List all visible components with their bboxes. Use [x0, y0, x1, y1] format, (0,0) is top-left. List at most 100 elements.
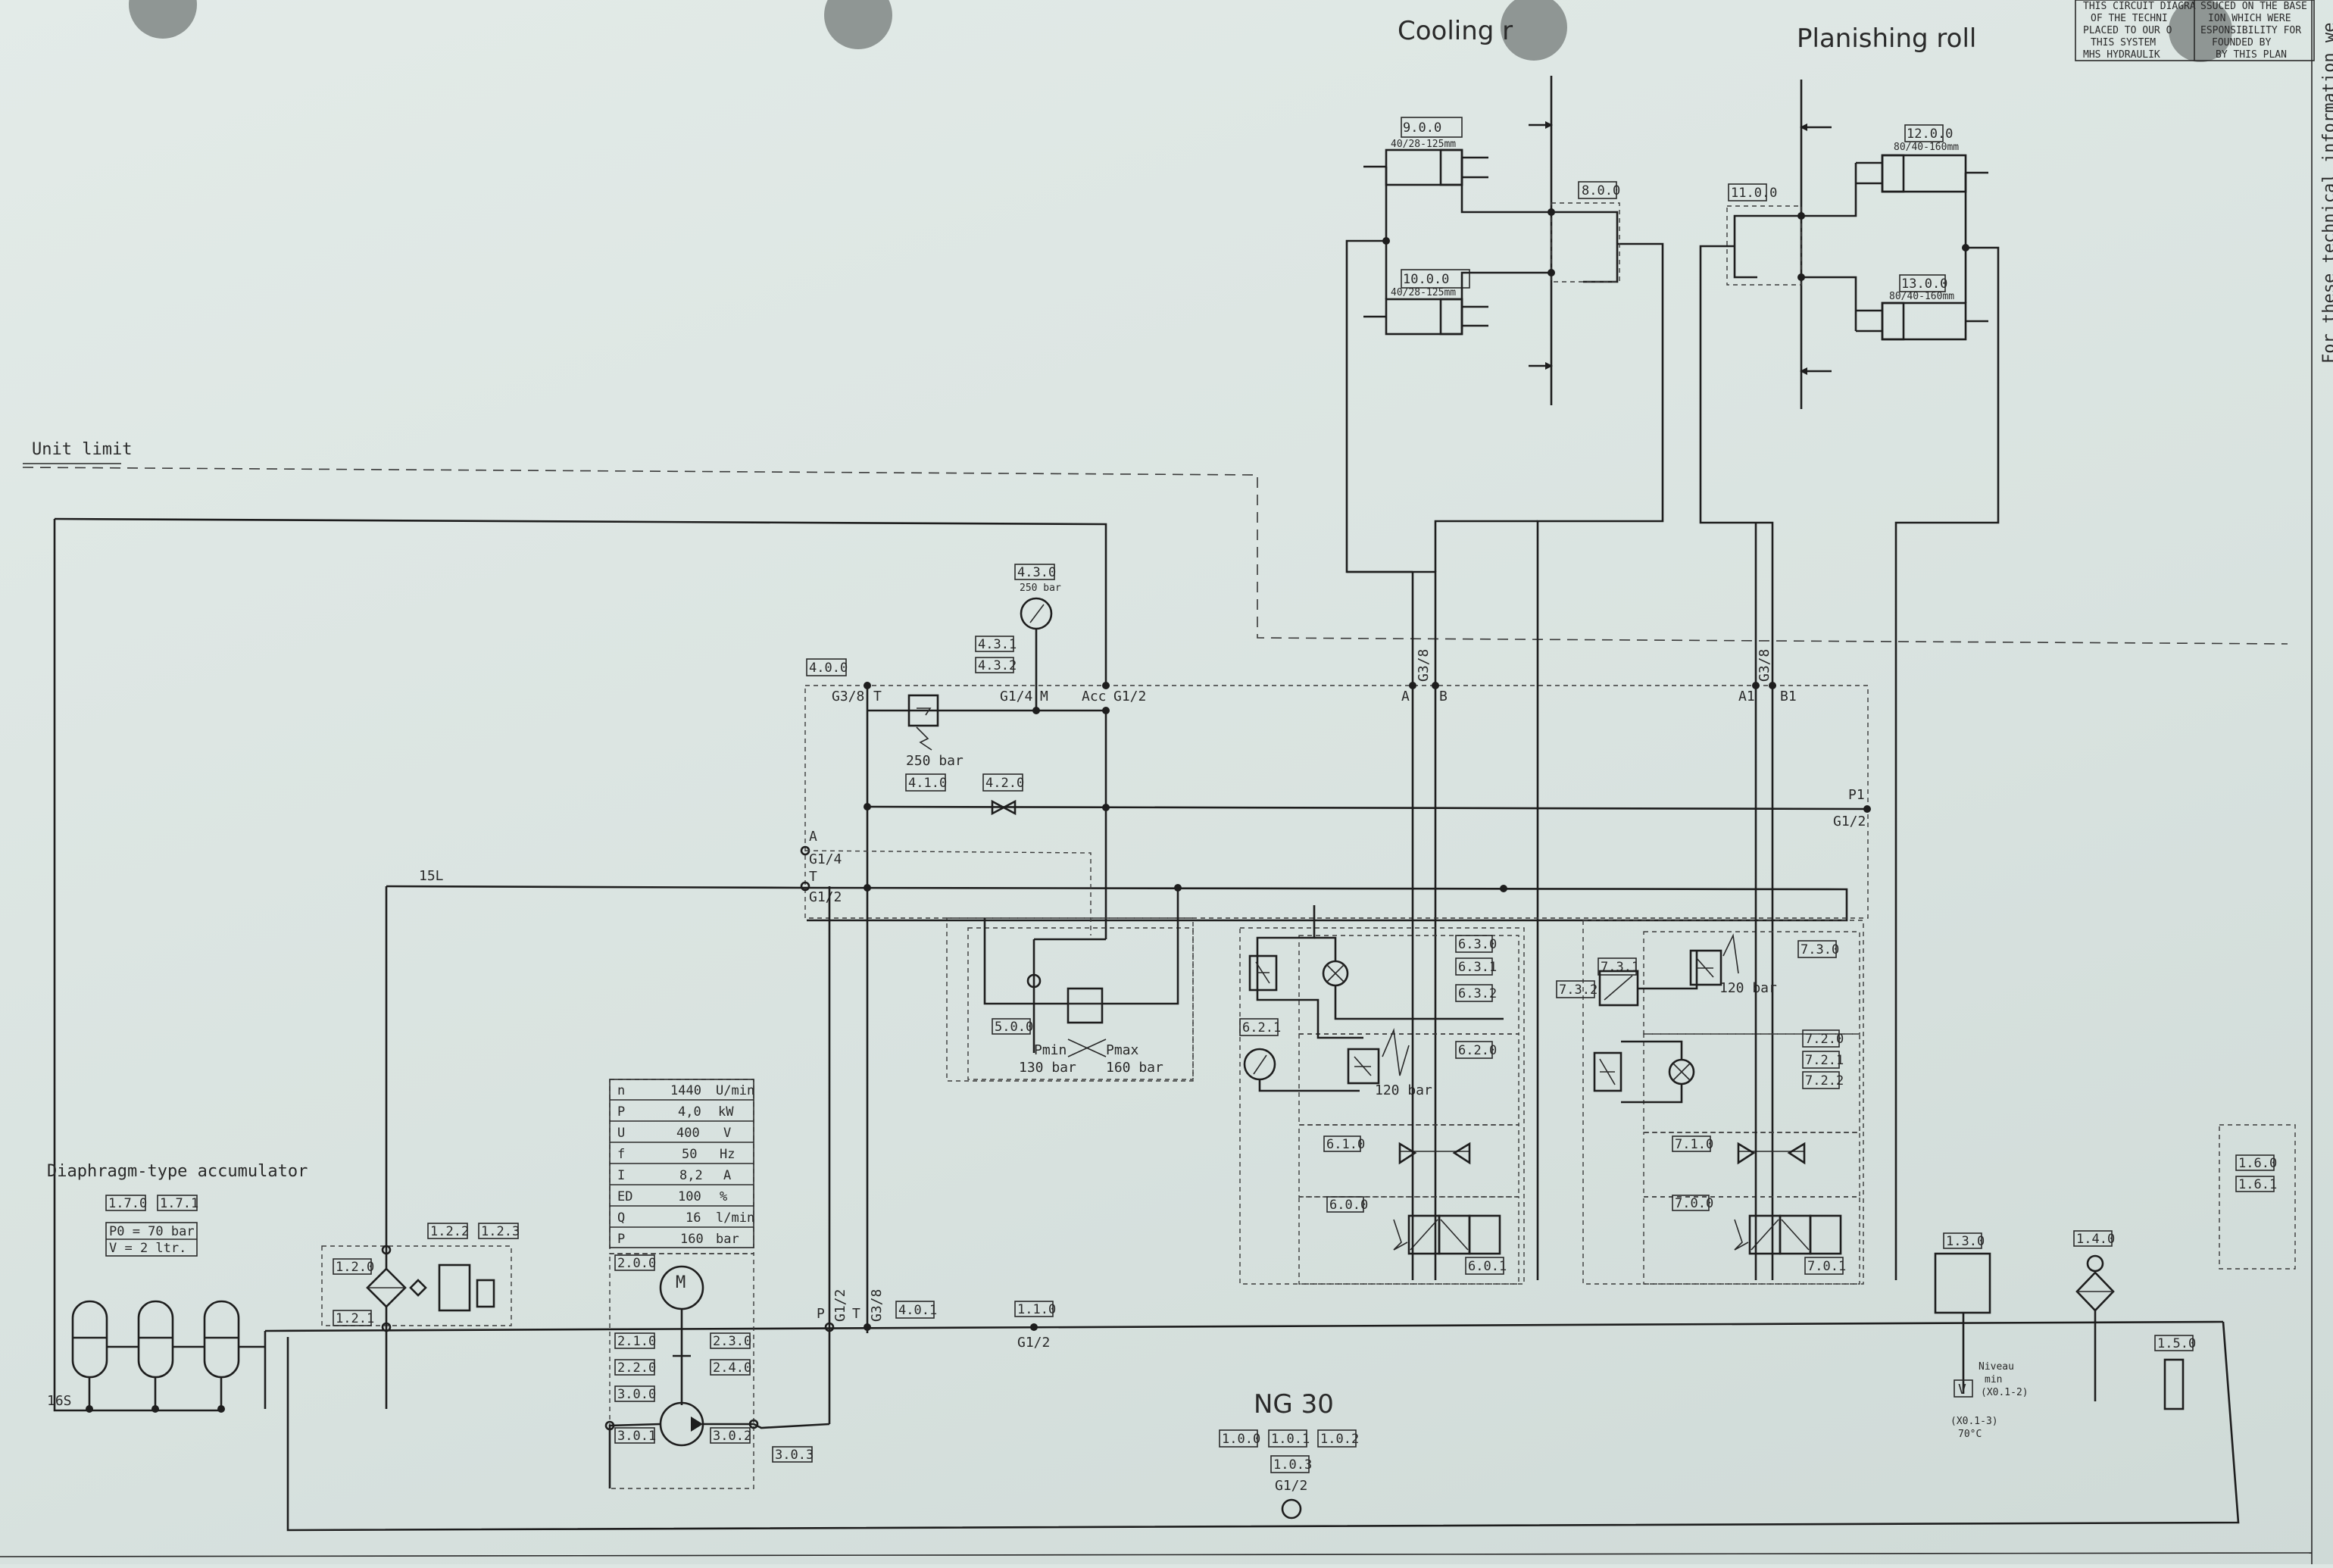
- legal-note-line: ESPONSIBILITY FOR: [2200, 25, 2301, 36]
- accumulator-p0: P0 = 70 bar: [109, 1224, 195, 1239]
- tag-1-7-1: 1.7.1: [160, 1196, 198, 1211]
- port-g14-left: G1/4: [809, 851, 842, 867]
- motor-val: 160: [680, 1232, 704, 1247]
- tag-2-3-0: 2.3.0: [713, 1334, 751, 1349]
- legal-note-line: FOUNDED BY: [2212, 37, 2271, 48]
- port-a-left: A: [809, 829, 817, 845]
- accumulator-volume: V = 2 ltr.: [109, 1241, 186, 1256]
- pressure-control-5: 5.0.0 Pmin Pmax 130 bar 160 bar: [946, 888, 1194, 1082]
- motor-sym: U: [617, 1126, 625, 1141]
- port-b1: B1: [1780, 689, 1797, 704]
- level-v: V: [1958, 1382, 1966, 1398]
- motor-val: 8,2: [679, 1168, 703, 1183]
- tank-outline: [286, 1321, 2240, 1532]
- tag-7-2-2: 7.2.2: [1805, 1073, 1844, 1089]
- motor-sym: Q: [617, 1210, 625, 1226]
- breather-filter: 1.4.0: [2073, 1230, 2115, 1401]
- tag-1-0-2: 1.0.2: [1320, 1432, 1359, 1447]
- pressure-250: 250 bar: [906, 753, 963, 769]
- port-g12-tank: G1/2: [1275, 1478, 1307, 1494]
- tag-7-3-0: 7.3.0: [1801, 942, 1839, 957]
- motor-unit: V: [723, 1126, 731, 1141]
- motor-val: 100: [678, 1189, 701, 1204]
- port-a: A: [1401, 689, 1410, 704]
- pressure-130: 130 bar: [1019, 1060, 1076, 1076]
- tag-12-0-0: 12.0.0: [1907, 127, 1953, 142]
- legal-note-line: OF THE TECHNI: [2091, 13, 2168, 24]
- planishing-roll-title: Planishing roll: [1797, 23, 1976, 54]
- motor-sym: P: [617, 1104, 625, 1120]
- port-16s: 16S: [47, 1393, 72, 1409]
- tag-3-0-2: 3.0.2: [713, 1429, 751, 1444]
- motor-unit: A: [723, 1168, 731, 1183]
- level-gauge: [2163, 1358, 2185, 1410]
- port-g12: G1/2: [1113, 689, 1146, 704]
- port-p: P: [817, 1306, 825, 1322]
- port-t-left: T: [809, 869, 817, 885]
- tag-4-0-0: 4.0.0: [809, 661, 848, 676]
- tag-1-4-0: 1.4.0: [2076, 1232, 2115, 1247]
- port-g14: G1/4: [1000, 689, 1032, 704]
- tag-7-3-2: 7.3.2: [1559, 982, 1597, 998]
- tag-10-0-0: 10.0.0: [1403, 272, 1449, 287]
- port-b: B: [1439, 689, 1448, 704]
- port-t: T: [873, 689, 882, 704]
- tag-7-0-0: 7.0.0: [1675, 1196, 1713, 1211]
- tag-7-2-1: 7.2.1: [1805, 1053, 1844, 1068]
- tag-11-0-0: 11.0.0: [1731, 186, 1777, 201]
- pressure-120-b: 120 bar: [1719, 980, 1777, 996]
- pressure-160: 160 bar: [1106, 1060, 1163, 1076]
- port-g12-p1: G1/2: [1833, 814, 1866, 829]
- tag-6-2-0: 6.2.0: [1458, 1043, 1497, 1058]
- tag-4-2-0: 4.2.0: [985, 776, 1024, 791]
- valve-block-4: 4.0.0 G3/8 T G1/4 M Acc G1/2 250 bar 4.1…: [800, 564, 1871, 1333]
- motor-m-symbol: M: [676, 1273, 686, 1292]
- cylinder-spec: 40/28-125mm: [1391, 139, 1456, 150]
- legal-note-line: MHS HYDRAULIK: [2083, 49, 2160, 61]
- tag-1-6-0: 1.6.0: [2238, 1156, 2277, 1171]
- tag-2-4-0: 2.4.0: [713, 1360, 751, 1376]
- tag-1-0-3: 1.0.3: [1273, 1457, 1312, 1473]
- cylinder-spec: 40/28-125mm: [1391, 287, 1456, 298]
- port-m: M: [1040, 689, 1048, 704]
- punch-hole: [2169, 0, 2232, 62]
- legal-note-line: PLACED TO OUR O: [2083, 25, 2172, 36]
- pressure-120-a: 120 bar: [1375, 1082, 1432, 1098]
- tag-4-3-1: 4.3.1: [978, 637, 1017, 652]
- tag-6-2-1: 6.2.1: [1242, 1020, 1281, 1035]
- motor-sym: f: [617, 1147, 625, 1162]
- cooling-roll-assembly: 9.0.0 40/28-125mm 10.0.0 40/28-125mm 8.0…: [1345, 76, 1664, 1280]
- tag-1-5-0: 1.5.0: [2157, 1336, 2196, 1351]
- tag-1-2-2: 1.2.2: [430, 1224, 469, 1239]
- port-g38-vert-a: G3/8: [1416, 649, 1432, 682]
- motor-unit: Hz: [720, 1147, 735, 1162]
- tag-4-3-0: 4.3.0: [1017, 565, 1056, 580]
- cylinder-spec: 80/40-160mm: [1894, 142, 1959, 153]
- drain-line-16s: [53, 519, 220, 1412]
- tag-1-2-0: 1.2.0: [336, 1260, 374, 1275]
- tag-6-3-2: 6.3.2: [1458, 986, 1497, 1001]
- port-15l: 15L: [419, 868, 444, 884]
- tag-3-0-3: 3.0.3: [775, 1448, 814, 1463]
- legal-note-line: THIS CIRCUIT DIAGRA: [2083, 1, 2196, 12]
- tag-6-0-1: 6.0.1: [1468, 1259, 1507, 1274]
- tag-3-0-0: 3.0.0: [617, 1387, 656, 1402]
- tag-2-0-0: 2.0.0: [617, 1256, 656, 1271]
- port-g38: G3/8: [832, 689, 864, 704]
- legal-note-line: SSUCED ON THE BASE: [2200, 1, 2307, 12]
- planishing-roll-assembly: 12.0.0 80/40-160mm 13.0.0 80/40-160mm 11…: [1699, 80, 2000, 1280]
- tag-13-0-0: 13.0.0: [1901, 276, 1947, 292]
- port-g12-vert: G1/2: [832, 1289, 848, 1322]
- tag-6-3-1: 6.3.1: [1458, 960, 1497, 975]
- label-pmin: Pmin: [1034, 1042, 1067, 1058]
- port-g12-drain: G1/2: [1017, 1335, 1050, 1351]
- tag-7-0-1: 7.0.1: [1807, 1259, 1846, 1274]
- side-note: For these technical information we: [2320, 23, 2333, 364]
- motor-val: 400: [676, 1126, 700, 1141]
- level-code-1: (X0.1-2): [1981, 1387, 2028, 1398]
- tag-6-1-0: 6.1.0: [1326, 1137, 1365, 1152]
- motor-val: 16: [686, 1210, 701, 1226]
- motor-data-table: n 1440 U/min P 4,0 kW U 400 V f 50 Hz I …: [609, 1079, 754, 1248]
- diaphragm-accumulator: Diaphragm-type accumulator 1.7.0 1.7.1 P…: [47, 1162, 308, 1413]
- tag-6-0-0: 6.0.0: [1329, 1198, 1368, 1213]
